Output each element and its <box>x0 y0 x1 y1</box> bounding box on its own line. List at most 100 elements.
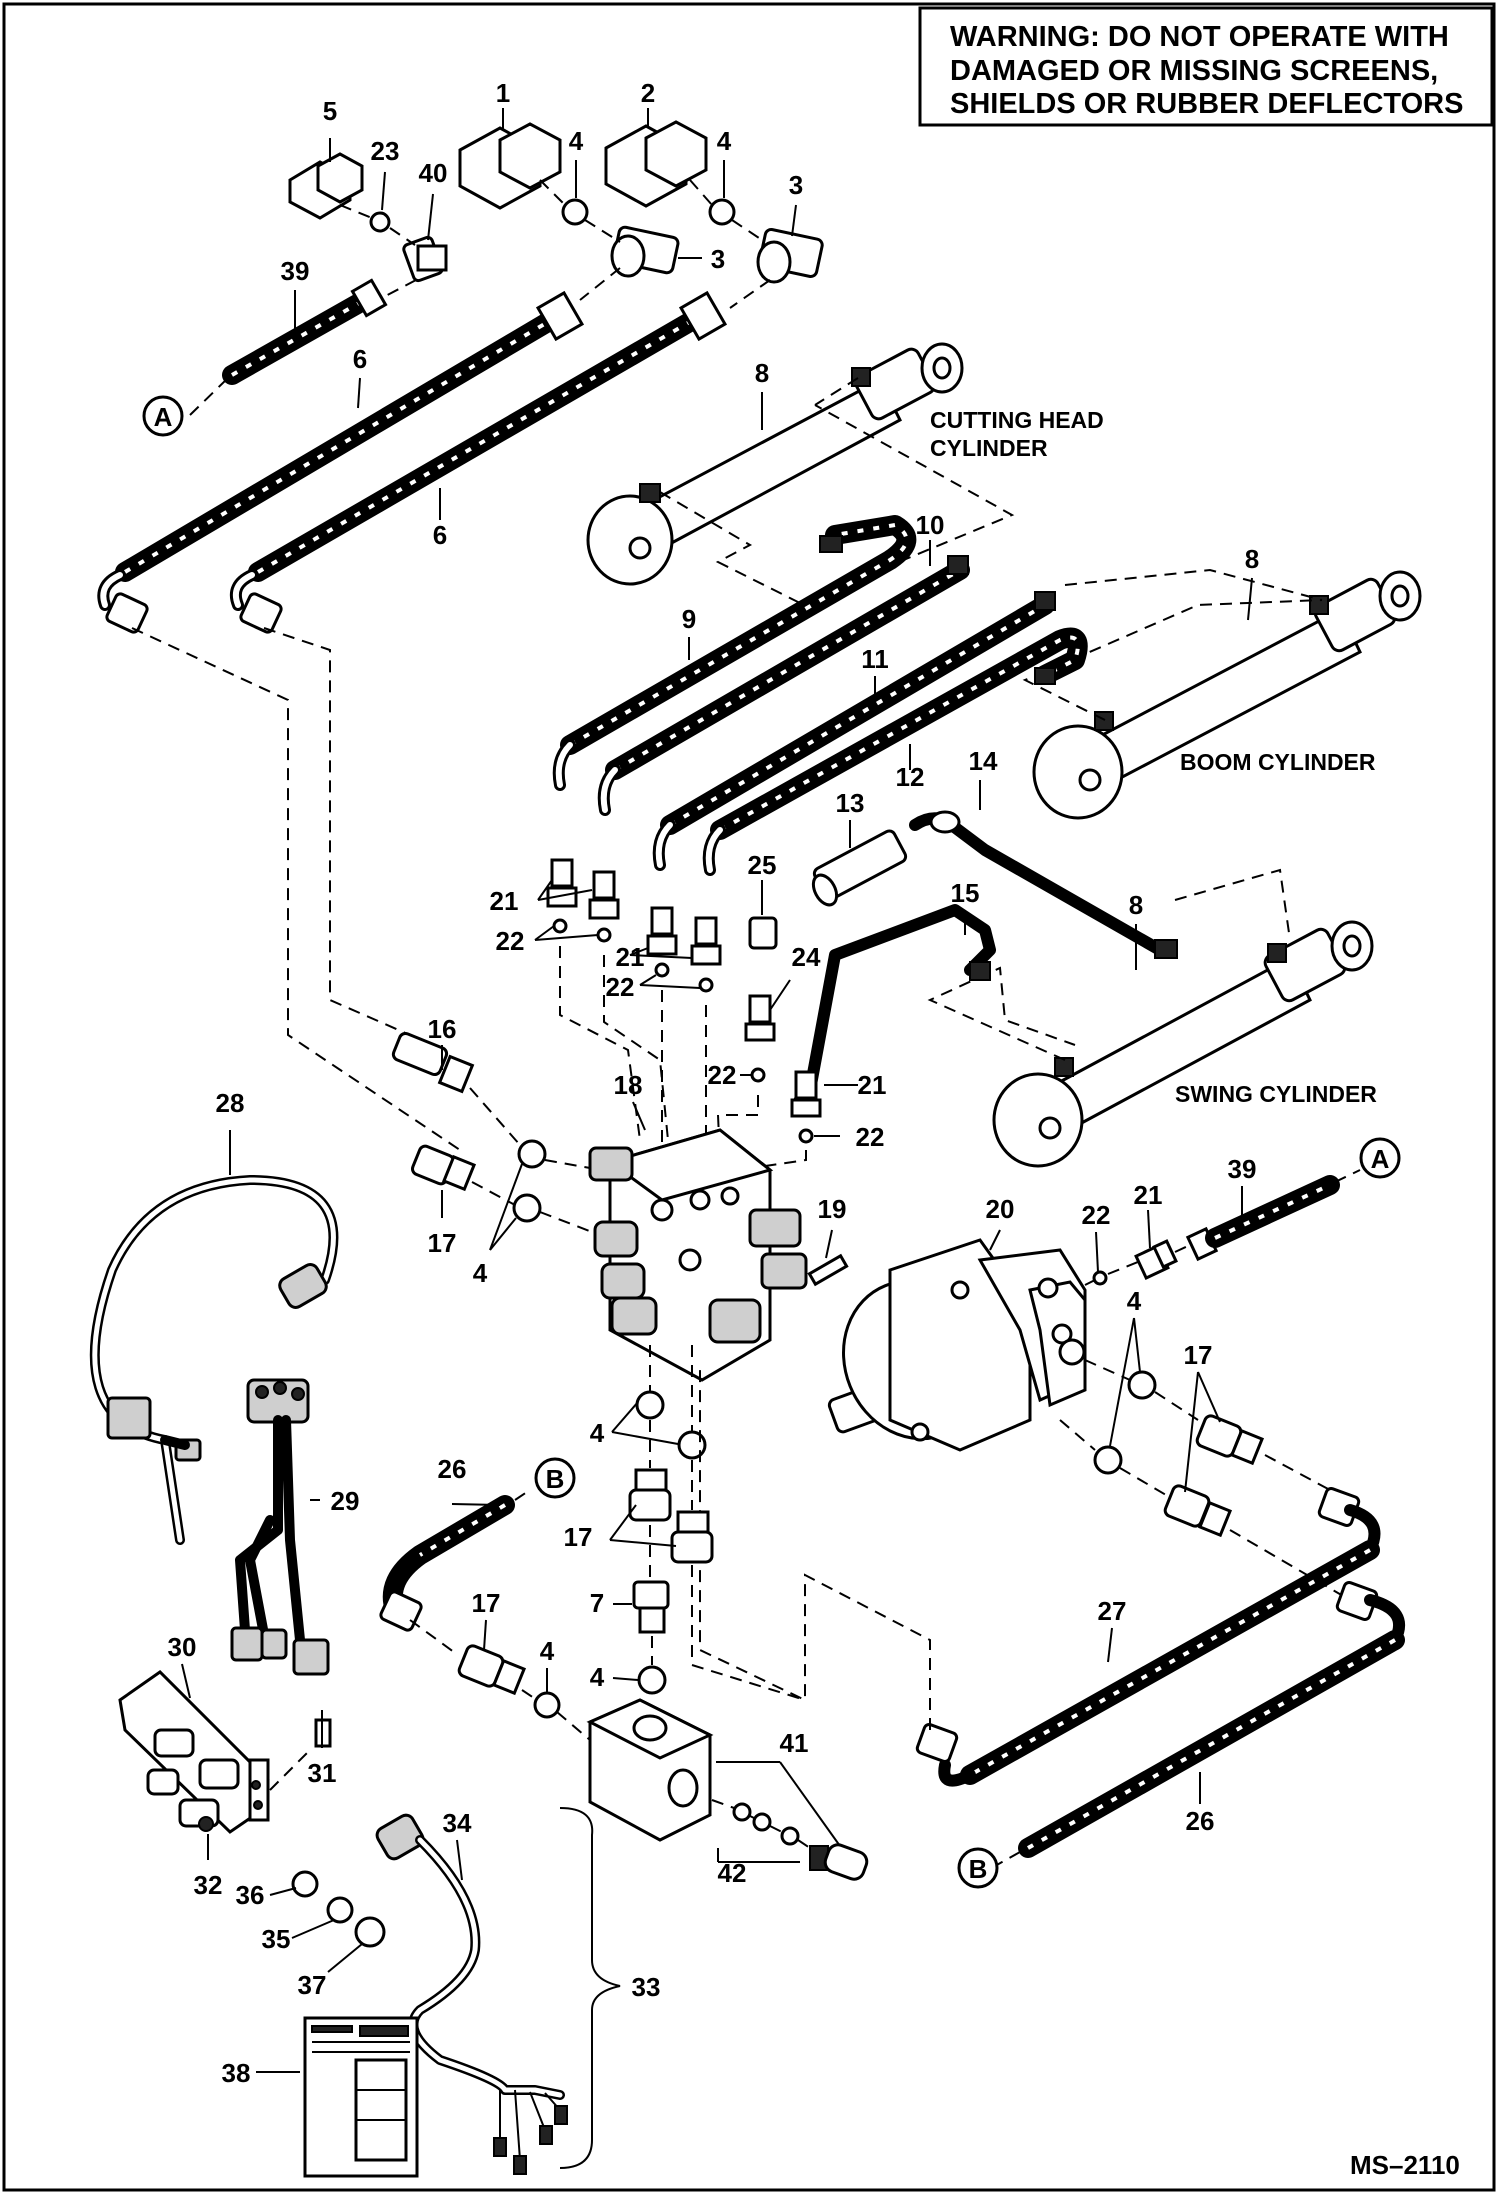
fitting-21-e <box>790 1070 822 1118</box>
o-ring-42-a <box>732 1802 752 1822</box>
hose-14 <box>909 810 1178 959</box>
o-ring-42-b <box>752 1812 772 1832</box>
o-ring-4-right <box>708 198 736 226</box>
callout-6-right: 6 <box>433 520 447 550</box>
plug-41 <box>809 1843 869 1881</box>
callout-20: 20 <box>986 1194 1015 1224</box>
callout-37: 37 <box>298 1970 327 2000</box>
svg-text:B: B <box>546 1464 565 1494</box>
line-valve-down-a <box>649 1345 653 1665</box>
callout-31: 31 <box>308 1758 337 1788</box>
nut-32 <box>198 1816 214 1832</box>
svg-text:A: A <box>1371 1144 1390 1174</box>
line-41-42 <box>711 1799 811 1849</box>
callout-21-c: 21 <box>858 1070 887 1100</box>
warning-line-1: WARNING: DO NOT OPERATE WITH <box>950 21 1449 53</box>
callout-22-c: 22 <box>708 1060 737 1090</box>
hose-39-bottom <box>1185 1175 1340 1262</box>
fitting-21-motor <box>1134 1239 1178 1280</box>
assembly-line-6a-valve <box>131 627 461 1151</box>
callout-9: 9 <box>682 604 696 634</box>
callout-39-top: 39 <box>281 256 310 286</box>
nut-36 <box>291 1870 319 1898</box>
callout-33: 33 <box>632 1972 661 2002</box>
o-ring-4-lower-left <box>533 1691 561 1719</box>
adapter-17-below-b <box>670 1510 714 1564</box>
callout-34: 34 <box>443 1808 472 1838</box>
wire-harness-34 <box>375 1813 568 2175</box>
fitting-21-c <box>646 906 678 956</box>
hose-6-left <box>97 290 585 634</box>
assembly-line-3-6a <box>579 267 621 301</box>
o-ring-23 <box>369 211 391 233</box>
fitting-21-b <box>588 870 620 920</box>
callout-18: 18 <box>614 1070 643 1100</box>
fitting-21-a <box>546 858 578 908</box>
callout-22-b: 22 <box>606 972 635 1002</box>
hose-12 <box>702 627 1088 876</box>
o-ring-4-below-c <box>637 1665 667 1695</box>
assembly-line-40-39 <box>377 279 417 301</box>
callout-14: 14 <box>969 746 998 776</box>
hose-11 <box>652 591 1056 871</box>
callout-22-motor: 22 <box>1082 1200 1111 1230</box>
o-ring-4-valve-bottom <box>512 1193 542 1223</box>
adapter-17-lower-left <box>457 1644 527 1696</box>
hose-26-right <box>1018 1580 1405 1858</box>
cutting-head-dashed-path <box>659 377 1015 605</box>
hose-10 <box>597 555 970 816</box>
coupler-1 <box>458 122 562 210</box>
callout-40: 40 <box>419 158 448 188</box>
svg-text:A: A <box>154 402 173 432</box>
elbow-fitting-40 <box>402 235 448 283</box>
decal-38 <box>303 2016 419 2178</box>
callout-6-left: 6 <box>353 344 367 374</box>
line-motor-17b <box>1059 1419 1167 1496</box>
adapter-16 <box>391 1031 475 1094</box>
coupler-2 <box>604 120 708 208</box>
bolt-19 <box>807 1253 849 1287</box>
o-ring-22-e <box>750 1067 766 1083</box>
adapter-17-motor-top <box>1195 1414 1265 1466</box>
adapter-17-left <box>411 1144 477 1192</box>
hose-39-top <box>222 278 388 385</box>
line-f-valve <box>737 1150 807 1171</box>
callout-39-bottom: 39 <box>1228 1154 1257 1184</box>
callout-17-valve: 17 <box>428 1228 457 1258</box>
assembly-line-2-3 <box>689 179 766 243</box>
drawing-reference: MS–2110 <box>1350 2150 1460 2180</box>
o-ring-22-f <box>798 1128 814 1144</box>
callout-11: 11 <box>861 644 889 674</box>
assembly-line-3-6b <box>729 279 771 309</box>
callout-29: 29 <box>331 1486 360 1516</box>
callout-22-a: 22 <box>496 926 525 956</box>
callout-16: 16 <box>428 1014 457 1044</box>
line-17-valve <box>471 1181 593 1233</box>
harness-29 <box>230 1378 330 1676</box>
fitting-24 <box>744 994 776 1042</box>
callout-26-left: 26 <box>438 1454 467 1484</box>
fitting-5 <box>288 152 364 220</box>
warning-line-3: SHIELDS OR RUBBER DEFLECTORS <box>950 88 1463 120</box>
callout-13: 13 <box>836 788 865 818</box>
callout-41: 41 <box>780 1728 809 1758</box>
elbow-fitting-3-right <box>756 228 824 284</box>
hose-26-left <box>379 1495 515 1632</box>
o-ring-42-c <box>780 1826 800 1846</box>
valve-block-18 <box>588 1128 808 1382</box>
connector-b-top: B <box>534 1457 576 1499</box>
warning-line-2: DAMAGED OR MISSING SCREENS, <box>950 55 1438 87</box>
o-ring-22-d <box>698 977 714 993</box>
label-swing-cylinder: SWING CYLINDER <box>1175 1081 1377 1107</box>
adapter-17-motor-bottom <box>1163 1484 1233 1538</box>
callout-4-lower: 4 <box>540 1636 555 1666</box>
callout-8-cutting: 8 <box>755 358 769 388</box>
swing-dashed-path <box>927 868 1291 1061</box>
callout-19: 19 <box>818 1194 847 1224</box>
callout-4-valve: 4 <box>473 1258 488 1288</box>
warning-box: WARNING: DO NOT OPERATE WITH DAMAGED OR … <box>918 6 1494 127</box>
callout-21-a: 21 <box>490 886 519 916</box>
callout-12: 12 <box>896 762 925 792</box>
